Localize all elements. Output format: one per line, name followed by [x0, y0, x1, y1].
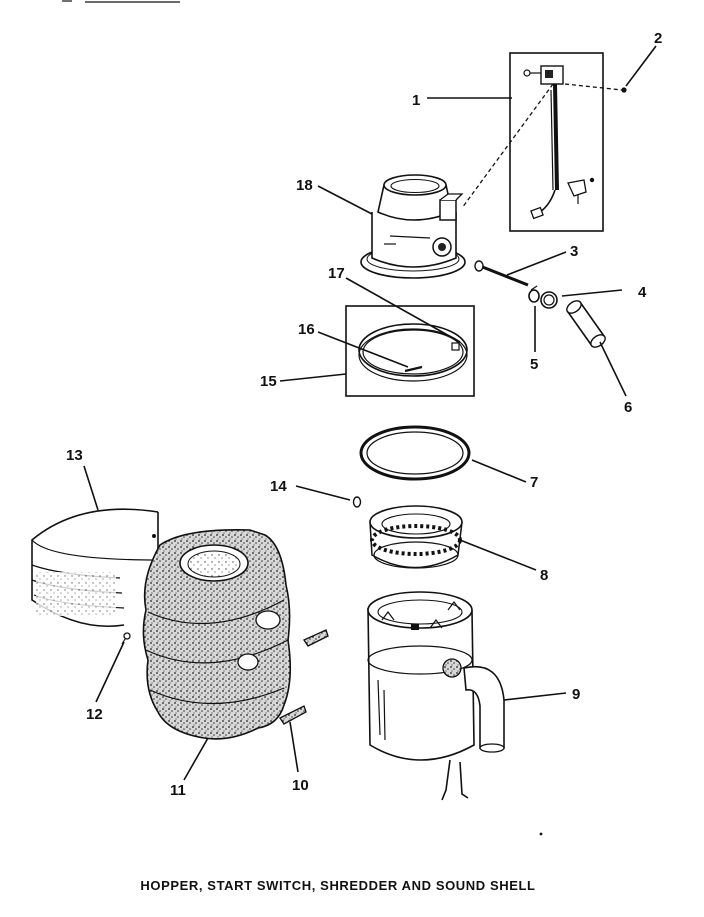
callout-11: 11	[170, 782, 186, 799]
mounting-ring-assembly	[345, 305, 475, 397]
callout-18: 18	[296, 177, 313, 194]
callout-1: 1	[412, 92, 420, 109]
callout-7: 7	[530, 474, 538, 491]
nut-part-14	[352, 496, 362, 508]
cropped-header-fragment	[62, 0, 180, 3]
gasket-part-7	[359, 425, 471, 481]
callout-3: 3	[570, 243, 578, 260]
callout-12: 12	[86, 706, 103, 723]
callout-15: 15	[260, 373, 277, 390]
callout-8: 8	[540, 567, 548, 584]
callout-9: 9	[572, 686, 580, 703]
pin-part-3	[474, 260, 529, 287]
callout-2: 2	[654, 30, 662, 47]
callout-6: 6	[624, 399, 632, 416]
callout-labels: 1 2 3 4 5 6 7 8 9 10 11 12 13 14 15 16 1…	[66, 30, 662, 799]
clip-part-10	[279, 629, 329, 725]
sound-shell-part-11	[142, 528, 292, 740]
callout-10: 10	[292, 777, 309, 794]
sound-band-part-13	[31, 508, 159, 628]
callout-16: 16	[298, 321, 315, 338]
callout-17: 17	[328, 265, 345, 282]
clamp-part-4	[540, 291, 558, 309]
clamp-part-5	[528, 285, 540, 303]
callout-4: 4	[638, 284, 647, 301]
leader-lines	[83, 45, 657, 781]
callout-14: 14	[270, 478, 287, 495]
start-switch-assembly	[509, 52, 604, 232]
callout-13: 13	[66, 447, 83, 464]
hopper-part-18	[360, 174, 466, 279]
screw-part-2	[621, 87, 627, 93]
diagram-caption: HOPPER, START SWITCH, SHREDDER AND SOUND…	[140, 878, 535, 893]
callout-5: 5	[530, 356, 538, 373]
screw-part-12	[121, 632, 131, 645]
motor-housing-part-9	[367, 591, 543, 836]
tube-part-6	[566, 300, 606, 348]
shredder-ring-part-8	[369, 505, 463, 569]
